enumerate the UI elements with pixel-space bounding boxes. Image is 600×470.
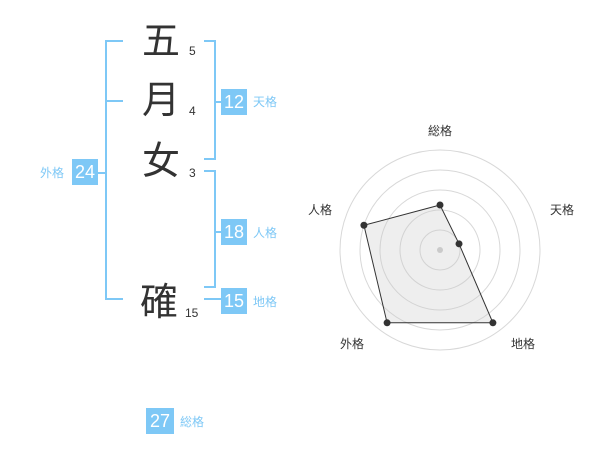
stroke-count-1: 5 bbox=[189, 44, 196, 58]
gaikaku-label: 外格 bbox=[40, 166, 65, 180]
stroke-count-4: 15 bbox=[185, 306, 199, 320]
jinkaku-badge: 18 bbox=[221, 219, 247, 245]
radar-ring bbox=[419, 229, 461, 271]
radar-axis-label-chikaku: 地格 bbox=[511, 337, 536, 351]
radar-series-polygon bbox=[363, 204, 494, 324]
radar-point-4 bbox=[383, 319, 391, 327]
stroke-count-3: 3 bbox=[189, 166, 196, 180]
chikaku-badge: 15 bbox=[221, 288, 247, 314]
name-char-4: 確 bbox=[140, 280, 179, 324]
radar-ring bbox=[399, 209, 481, 291]
tenkaku-label: 天格 bbox=[253, 95, 278, 109]
gaikaku-connector bbox=[98, 172, 107, 174]
stroke-count-2: 4 bbox=[189, 104, 196, 118]
chikaku-connector bbox=[204, 298, 222, 300]
radar-axis-label-tenkaku: 天格 bbox=[550, 203, 575, 217]
gaikaku-bracket-mid bbox=[105, 100, 123, 102]
gaikaku-bracket-bottom bbox=[105, 298, 123, 300]
gaikaku-badge: 24 bbox=[72, 159, 98, 185]
jinkaku-bracket-vertical bbox=[214, 170, 216, 288]
name-char-3: 女 bbox=[142, 139, 181, 183]
jinkaku-bracket-top bbox=[204, 170, 216, 172]
tenkaku-bracket-bottom bbox=[204, 158, 216, 160]
radar-point-5 bbox=[360, 221, 368, 229]
tenkaku-bracket-vertical bbox=[214, 40, 216, 160]
jinkaku-bracket-bottom bbox=[204, 286, 216, 288]
tenkaku-connector bbox=[214, 101, 222, 103]
soukaku-badge: 27 bbox=[146, 408, 174, 434]
jinkaku-label: 人格 bbox=[253, 226, 278, 240]
radar-axis-label-soukaku: 総格 bbox=[428, 124, 453, 138]
radar-point-2 bbox=[455, 240, 463, 248]
gaikaku-bracket-vertical bbox=[105, 40, 107, 300]
radar-ring bbox=[379, 189, 501, 311]
jinkaku-connector bbox=[214, 231, 222, 233]
radar-ring bbox=[339, 149, 541, 351]
radar-point-3 bbox=[489, 319, 497, 327]
radar-ring bbox=[359, 169, 521, 331]
name-char-1: 五 bbox=[142, 19, 181, 63]
tenkaku-bracket-top bbox=[204, 40, 216, 42]
radar-axis-label-gaikaku: 外格 bbox=[340, 337, 365, 351]
radar-point-1 bbox=[436, 201, 444, 209]
chikaku-label: 地格 bbox=[253, 295, 278, 309]
radar-axis-label-jinkaku: 人格 bbox=[308, 203, 333, 217]
soukaku-label: 総格 bbox=[180, 415, 205, 429]
name-char-2: 月 bbox=[142, 78, 181, 122]
gaikaku-bracket-top bbox=[105, 40, 123, 42]
radar-center bbox=[437, 247, 443, 253]
tenkaku-badge: 12 bbox=[221, 89, 247, 115]
